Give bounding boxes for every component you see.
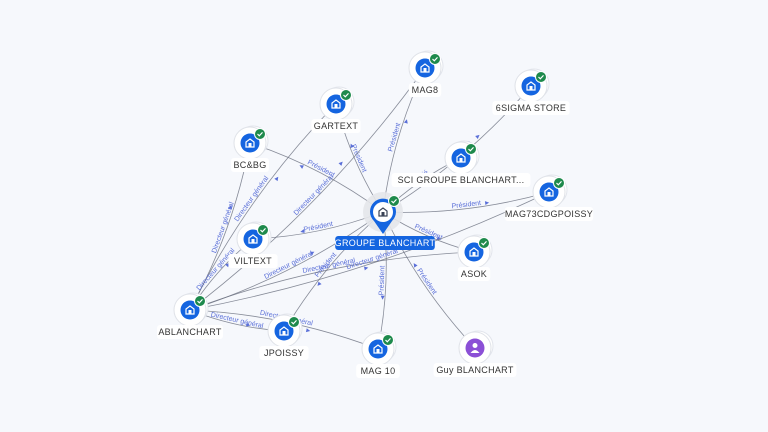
verified-check-icon bbox=[194, 295, 206, 307]
arrow-icon bbox=[228, 204, 233, 210]
building-icon bbox=[331, 99, 341, 109]
edge-label: Directeur général bbox=[234, 175, 271, 223]
arrow-icon bbox=[403, 119, 408, 124]
building-icon bbox=[420, 63, 430, 73]
arrow-icon bbox=[413, 263, 418, 268]
arrow-icon bbox=[274, 176, 279, 182]
building-icon bbox=[245, 138, 255, 148]
edge-label: Président bbox=[349, 144, 367, 174]
node-sigma[interactable]: 6SIGMA STORE bbox=[492, 68, 570, 115]
node-label: JPOISSY bbox=[264, 348, 304, 358]
node-label: GARTEXT bbox=[314, 121, 359, 131]
verified-check-icon bbox=[388, 195, 400, 207]
node-ablanchart[interactable]: ABLANCHART bbox=[157, 292, 223, 339]
node-label-bg bbox=[228, 254, 278, 268]
building-icon bbox=[248, 234, 258, 244]
arrow-icon bbox=[363, 266, 369, 271]
arrow-icon bbox=[299, 165, 304, 169]
arrow-icon bbox=[317, 281, 322, 286]
node-mag10[interactable]: MAG 10 bbox=[356, 331, 400, 378]
node-center-groupe[interactable]: GROUPE BLANCHART bbox=[335, 192, 436, 250]
node-label: 6SIGMA STORE bbox=[496, 103, 566, 113]
edge-line bbox=[189, 251, 475, 311]
node-label: MAG73CDGPOISSY bbox=[505, 209, 593, 219]
edge-label: Président bbox=[415, 268, 437, 296]
node-label-bg bbox=[492, 101, 570, 115]
edge-line bbox=[283, 211, 384, 332]
arrow-icon bbox=[475, 134, 480, 140]
building-icon bbox=[378, 207, 388, 217]
node-asok[interactable]: ASOK bbox=[457, 234, 493, 281]
building-icon bbox=[456, 153, 466, 163]
node-label-bg bbox=[408, 83, 442, 97]
arrow-icon bbox=[309, 251, 315, 256]
building-icon bbox=[469, 247, 479, 257]
node-label-bg bbox=[356, 364, 400, 378]
building-icon bbox=[185, 305, 195, 315]
edge-label: Directeur général bbox=[293, 173, 336, 217]
arrow-icon bbox=[305, 328, 311, 333]
node-jpoissy[interactable]: JPOISSY bbox=[259, 313, 309, 360]
arrow-icon bbox=[484, 201, 490, 206]
building-icon bbox=[373, 344, 383, 354]
node-label-bg bbox=[259, 346, 309, 360]
arrow-icon bbox=[245, 322, 251, 327]
arrow-icon bbox=[225, 262, 230, 268]
verified-check-icon bbox=[553, 177, 565, 189]
node-label: SCI GROUPE BLANCHART... bbox=[398, 175, 525, 185]
verified-check-icon bbox=[465, 143, 477, 155]
node-mag8[interactable]: MAG8 bbox=[408, 50, 444, 97]
node-label: ABLANCHART bbox=[158, 327, 222, 337]
building-icon bbox=[526, 81, 536, 91]
edge-label: Président bbox=[303, 221, 333, 234]
node-label-bg bbox=[504, 207, 594, 221]
nodes-layer: MAG8 6SIGMA STORE GARTEXT BC&BG SCI GROUPE B… bbox=[157, 50, 594, 378]
edge-label: Président bbox=[378, 266, 386, 296]
node-label: ASOK bbox=[461, 269, 487, 279]
verified-check-icon bbox=[535, 71, 547, 83]
verified-check-icon bbox=[257, 224, 269, 236]
verified-check-icon bbox=[288, 316, 300, 328]
node-label: Guy BLANCHART bbox=[436, 365, 513, 375]
node-label-bg bbox=[231, 158, 269, 172]
edge-label: Président bbox=[451, 200, 481, 210]
arrow-icon bbox=[300, 229, 305, 234]
person-icon bbox=[470, 343, 480, 353]
node-label: MAG8 bbox=[412, 85, 439, 95]
node-label-bg bbox=[311, 119, 361, 133]
node-label: MAG 10 bbox=[361, 366, 396, 376]
node-label-bg bbox=[157, 325, 223, 339]
edge-line bbox=[189, 191, 550, 311]
node-guy[interactable]: Guy BLANCHART bbox=[433, 330, 517, 377]
verified-check-icon bbox=[429, 53, 441, 65]
edge-label: Directeur général bbox=[211, 201, 236, 254]
node-bcbg[interactable]: BC&BG bbox=[231, 125, 269, 172]
node-label-bg bbox=[457, 267, 491, 281]
building-icon bbox=[279, 326, 289, 336]
node-viltext[interactable]: VILTEXT bbox=[228, 221, 278, 268]
edge-line bbox=[189, 67, 426, 311]
node-label-bg bbox=[335, 236, 435, 250]
node-label: VILTEXT bbox=[234, 256, 272, 266]
edge-groupe-jpoissy[interactable]: Président bbox=[283, 211, 384, 332]
verified-check-icon bbox=[478, 237, 490, 249]
node-sci[interactable]: SCI GROUPE BLANCHART... bbox=[391, 140, 531, 187]
arrow-icon bbox=[350, 143, 355, 149]
building-icon bbox=[544, 187, 554, 197]
verified-check-icon bbox=[382, 334, 394, 346]
node-label: GROUPE BLANCHART bbox=[335, 238, 436, 248]
node-gartext[interactable]: GARTEXT bbox=[311, 86, 361, 133]
arrow-icon bbox=[338, 161, 343, 166]
edge-label: Président bbox=[387, 122, 402, 152]
node-label: BC&BG bbox=[233, 160, 266, 170]
node-label-bg bbox=[433, 363, 517, 377]
arrow-icon bbox=[380, 295, 385, 300]
verified-check-icon bbox=[254, 128, 266, 140]
node-label-bg bbox=[391, 173, 531, 187]
verified-check-icon bbox=[340, 89, 352, 101]
node-mag73[interactable]: MAG73CDGPOISSY bbox=[504, 174, 594, 221]
